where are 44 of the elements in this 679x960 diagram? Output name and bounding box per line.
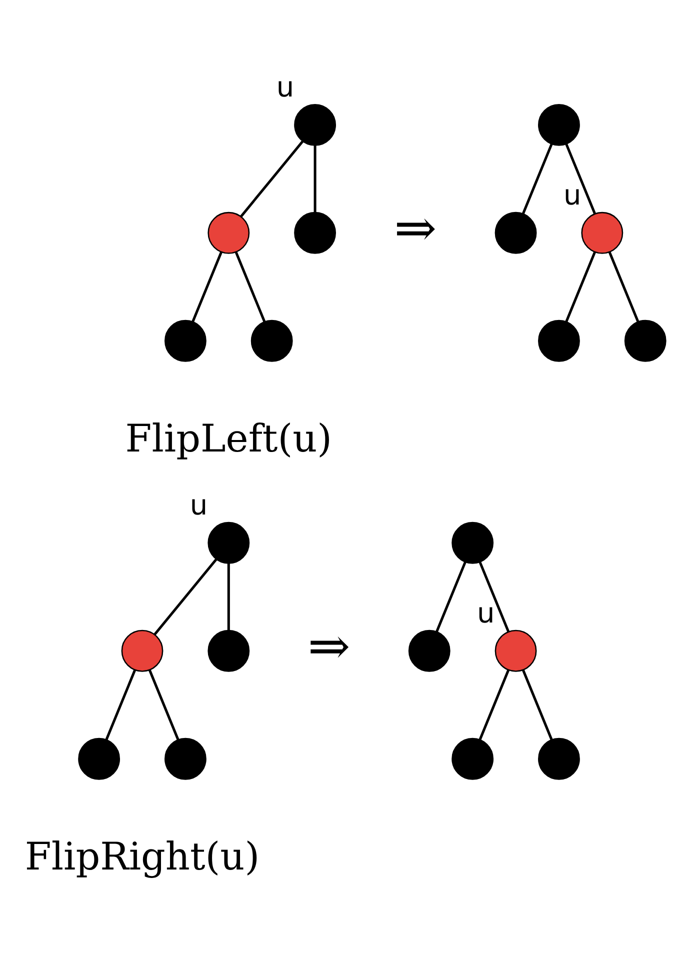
node-label: u	[477, 596, 495, 630]
connector	[234, 252, 266, 322]
node-circle	[294, 212, 336, 254]
node-circle	[494, 212, 537, 254]
connector	[240, 140, 304, 218]
connector	[148, 670, 180, 740]
label: ⇒	[394, 198, 437, 258]
node-label: u	[276, 70, 294, 104]
node-circle	[408, 630, 450, 672]
connector	[227, 564, 230, 630]
node-circle	[121, 630, 164, 672]
connector	[478, 670, 510, 740]
node-circle	[624, 320, 666, 362]
node-circle	[494, 630, 537, 672]
node-circle	[452, 738, 494, 780]
node-label: u	[563, 178, 582, 212]
node-circle	[538, 738, 580, 780]
connector	[154, 558, 218, 636]
node-circle	[208, 522, 250, 564]
node-circle	[538, 104, 580, 146]
node-circle	[452, 522, 494, 564]
node-circle	[208, 630, 250, 672]
node-circle	[581, 212, 624, 254]
node-label: u	[190, 488, 208, 522]
node-circle	[208, 212, 250, 254]
connector	[522, 144, 553, 214]
node-circle	[164, 738, 206, 780]
label: FlipRight(u)	[24, 834, 260, 878]
connector	[105, 670, 136, 740]
connector	[565, 144, 596, 214]
connector	[478, 562, 510, 632]
label: ⇒	[308, 616, 350, 676]
connector	[608, 252, 640, 322]
connector	[314, 146, 316, 212]
connector	[522, 670, 553, 740]
node-circle	[78, 738, 120, 780]
connector	[192, 252, 222, 322]
connector	[436, 562, 466, 632]
node-circle	[164, 320, 206, 362]
node-circle	[538, 320, 580, 362]
connector	[565, 252, 596, 322]
label: FlipLeft(u)	[125, 416, 332, 460]
node-circle	[250, 320, 293, 362]
node-circle	[294, 104, 336, 146]
